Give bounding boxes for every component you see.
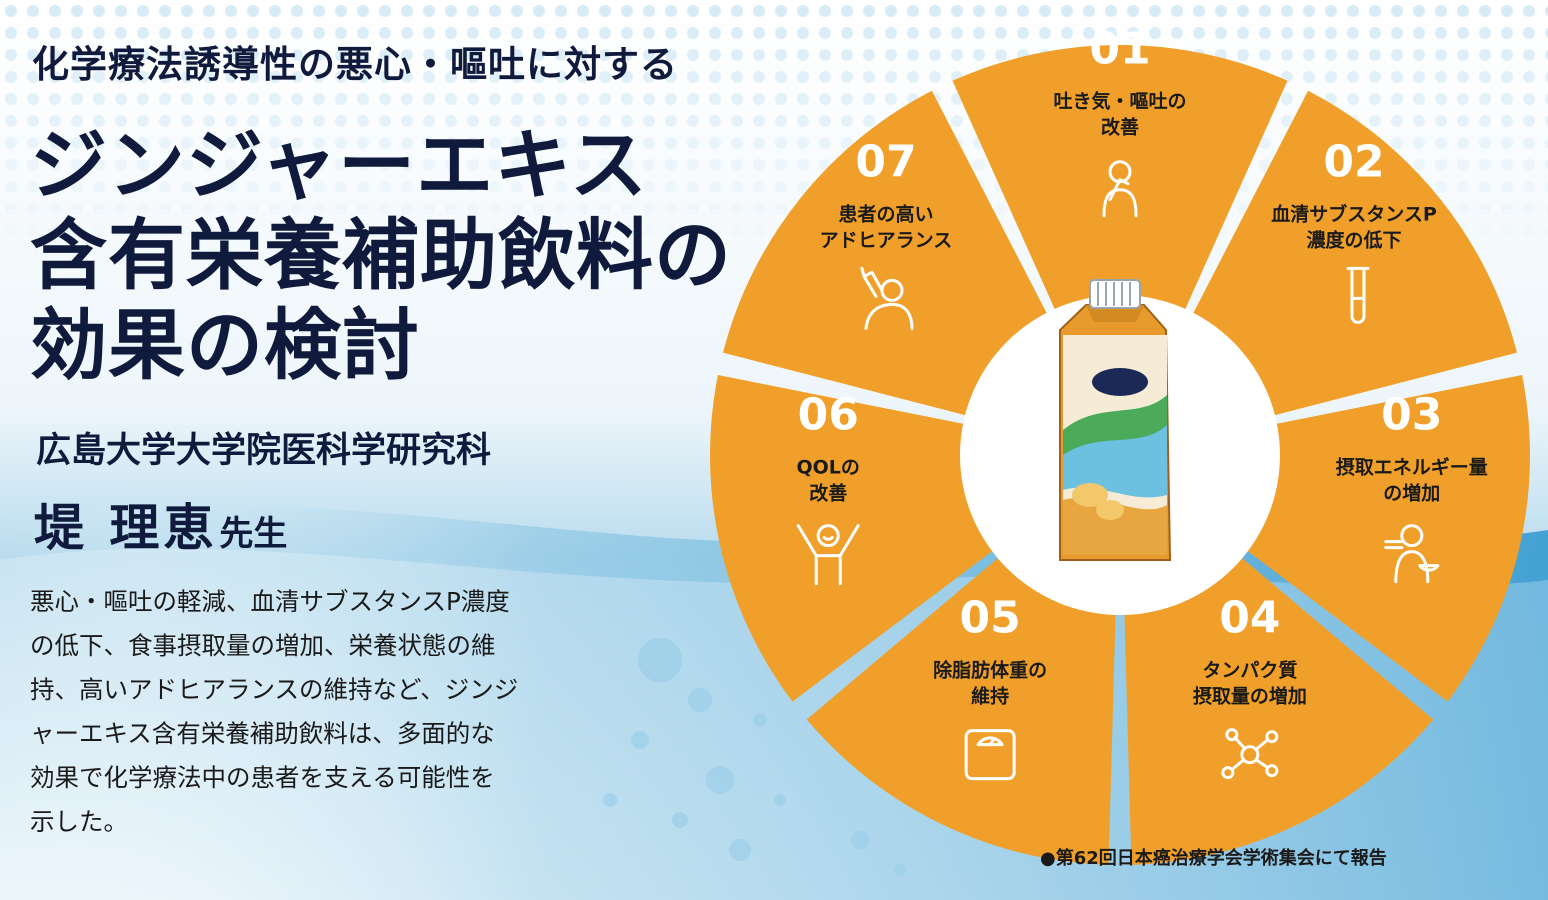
segment-label: 摂取量の増加	[1193, 685, 1307, 708]
segment-number: 02	[1323, 136, 1384, 187]
summary-line: 持、高いアドヒアランスの維持など、ジンジ	[30, 675, 519, 704]
summary-line: ャーエキス含有栄養補助飲料は、多面的な	[30, 719, 495, 748]
segment-content-02: 02 血清サブスタンスP 濃度の低下	[1271, 136, 1437, 324]
wheel-segment-01	[952, 44, 1288, 455]
segment-number: 03	[1381, 390, 1442, 441]
segment-label: QOLの	[796, 457, 859, 479]
happy-person-icon	[796, 524, 860, 586]
subtitle: 化学療法誘導性の悪心・嘔吐に対する	[32, 43, 678, 86]
segment-label: 改善	[809, 482, 847, 505]
segment-number: 04	[1219, 593, 1280, 644]
segment-number: 06	[798, 390, 859, 441]
segment-label: タンパク質	[1202, 659, 1297, 682]
scale-icon	[964, 729, 1016, 781]
segment-label: アドヒアランス	[820, 229, 953, 251]
drink-carton-image	[1059, 279, 1172, 561]
page-title: ジンジャーエキス 含有栄養補助飲料の 効果の検討	[30, 122, 732, 392]
segment-label: 濃度の低下	[1306, 228, 1401, 251]
test-tube-icon	[1346, 266, 1370, 324]
summary-line: 示した。	[30, 807, 128, 836]
author-honorific: 先生	[219, 514, 288, 554]
author-affiliation: 広島大学大学院医科学研究科	[36, 431, 492, 471]
segment-label: 吐き気・嘔吐の	[1053, 90, 1186, 113]
summary-line: 悪心・嘔吐の軽減、血清サブスタンスP濃度	[30, 587, 510, 616]
molecule-icon	[1221, 728, 1279, 780]
segment-label: の増加	[1383, 482, 1440, 505]
segment-label: 改善	[1101, 116, 1139, 139]
segment-label: 維持	[971, 685, 1009, 708]
segment-number: 05	[960, 593, 1021, 644]
title-line: 効果の検討	[30, 302, 420, 391]
person-eating-icon	[1384, 524, 1440, 584]
title-line: 含有栄養補助飲料の	[30, 212, 732, 301]
summary-line: の低下、食事摂取量の増加、栄養状態の維	[30, 631, 496, 660]
segment-label: 血清サブスタンスP	[1271, 202, 1437, 225]
title-line: ジンジャーエキス	[30, 122, 648, 211]
nausea-person-icon	[1102, 160, 1138, 218]
segment-label: 除脂肪体重の	[933, 659, 1047, 682]
segment-number: 01	[1089, 24, 1150, 75]
author-name-block: 堤 理恵先生	[34, 488, 287, 560]
summary-text: 悪心・嘔吐の軽減、血清サブスタンスP濃度 の低下、食事摂取量の増加、栄養状態の維…	[30, 580, 600, 844]
person-drinking-icon	[860, 266, 914, 330]
footnote: ●第62回日本癌治療学会学術集会にて報告	[1040, 848, 1387, 869]
segment-label: 患者の高い	[838, 202, 933, 225]
segment-number: 07	[855, 136, 916, 187]
segment-label: 摂取エネルギー量	[1336, 456, 1488, 479]
author-name: 堤 理恵	[34, 499, 218, 557]
summary-line: 効果で化学療法中の患者を支える可能性を	[30, 763, 495, 792]
